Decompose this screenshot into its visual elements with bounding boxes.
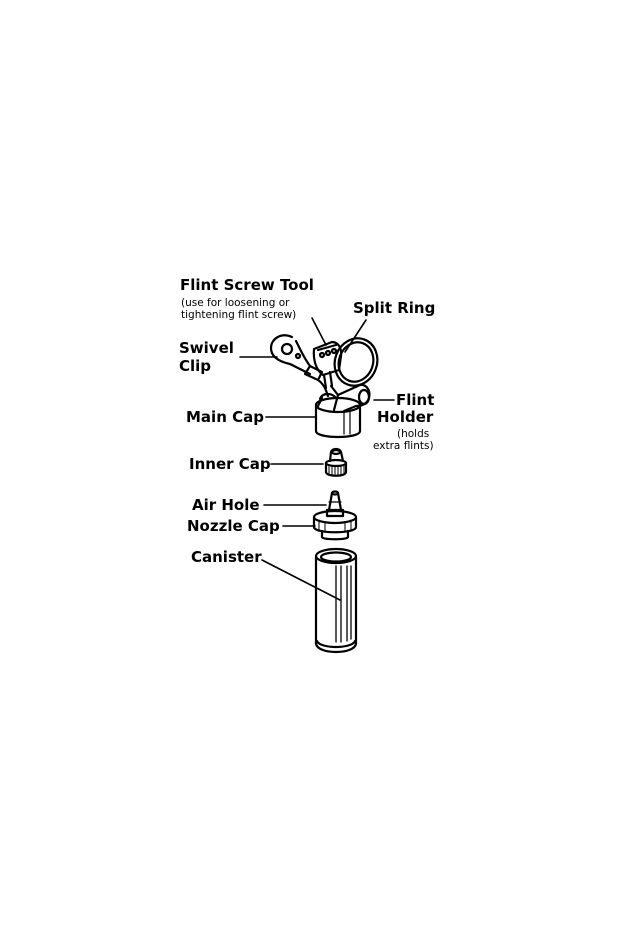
leader-canister: [261, 559, 341, 601]
label-air-hole: Air Hole: [192, 496, 260, 514]
note-flint-holder-2: extra flints): [373, 440, 434, 452]
canister: [314, 547, 358, 654]
air-hole-nozzle: [325, 490, 345, 518]
swivel-clip: [269, 334, 330, 398]
note-flint-screw-tool-2: tightening flint screw): [181, 309, 297, 321]
note-flint-holder-1: (holds: [397, 428, 430, 440]
label-flint-screw-tool: Flint Screw Tool: [180, 276, 314, 294]
swivel-clip-hook: [269, 334, 312, 376]
label-flint-holder-line-1: Flint: [396, 391, 435, 409]
split-ring: [333, 337, 379, 387]
label-flint-holder-line-2: Holder: [377, 408, 434, 426]
inner-cap: [324, 447, 348, 477]
label-canister: Canister: [191, 548, 262, 566]
label-inner-cap: Inner Cap: [189, 455, 271, 473]
label-main-cap: Main Cap: [186, 408, 264, 426]
label-swivel-clip-line-2: Clip: [179, 357, 212, 375]
main-cap: [314, 392, 362, 439]
label-swivel-clip-line-1: Swivel: [179, 339, 234, 357]
leader-flint-screw-tool: [311, 317, 327, 346]
swivel-clip-hole: [280, 342, 294, 356]
label-split-ring: Split Ring: [353, 299, 436, 317]
flint-screw-tool: [312, 340, 343, 390]
nozzle-cap: [312, 509, 358, 541]
note-flint-screw-tool-1: (use for loosening or: [181, 297, 290, 309]
leader-lines: [239, 317, 395, 601]
label-nozzle-cap: Nozzle Cap: [187, 517, 280, 535]
leader-split-ring: [344, 319, 367, 353]
